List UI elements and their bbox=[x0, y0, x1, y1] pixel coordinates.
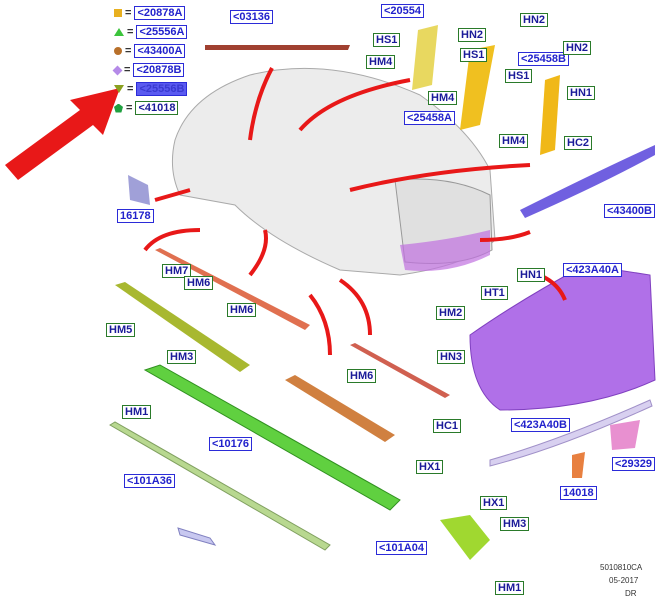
car-bumper-highlight bbox=[400, 230, 490, 271]
white-direction-arrow bbox=[177, 527, 217, 546]
red-direction-arrows bbox=[143, 67, 567, 356]
fastener-label: HM2 bbox=[436, 306, 466, 320]
part-pillar-1 bbox=[412, 25, 438, 90]
part-29329 bbox=[610, 420, 640, 450]
fastener-label: HM3 bbox=[500, 517, 530, 531]
fastener-label: HM4 bbox=[428, 91, 458, 105]
part-label: <25458A bbox=[404, 111, 455, 125]
legend-item: =<25556B bbox=[114, 82, 188, 96]
fastener-label: HM1 bbox=[122, 405, 152, 419]
fastener-label: HN1 bbox=[517, 268, 546, 282]
fastener-label: HN3 bbox=[437, 350, 466, 364]
pentagon-icon bbox=[114, 103, 123, 113]
part-label: <43400B bbox=[604, 204, 655, 218]
diagram-suffix: DR bbox=[625, 589, 637, 598]
diagram-date: 05-2017 bbox=[609, 576, 639, 585]
part-door-strip bbox=[155, 248, 310, 330]
part-bumper-strip bbox=[489, 399, 653, 467]
part-label: <20554 bbox=[381, 4, 425, 18]
diagram-code: 5010810CA bbox=[600, 563, 643, 572]
part-14018 bbox=[572, 452, 585, 478]
fastener-label: HM6 bbox=[227, 303, 257, 317]
big-pointer-arrow bbox=[5, 88, 120, 180]
part-label: <101A04 bbox=[376, 541, 427, 555]
fastener-label: HN2 bbox=[458, 28, 487, 42]
fastener-label: HM3 bbox=[167, 350, 197, 364]
part-label: 16178 bbox=[117, 209, 154, 223]
part-label: <25458B bbox=[518, 52, 569, 66]
fastener-label: HN2 bbox=[563, 41, 592, 55]
part-label: <423A40A bbox=[563, 263, 622, 277]
part-sill-green bbox=[143, 364, 401, 511]
legend-item: =<20878A bbox=[114, 6, 186, 20]
part-label: 14018 bbox=[560, 486, 597, 500]
fastener-label: HM7 bbox=[162, 264, 192, 278]
part-rear-bracket bbox=[440, 515, 490, 560]
part-label: <423A40B bbox=[511, 418, 570, 432]
part-red-strip bbox=[350, 343, 450, 398]
part-bracket-16178 bbox=[128, 175, 150, 205]
fastener-label: HT1 bbox=[481, 286, 508, 300]
fastener-label: HC2 bbox=[564, 136, 593, 150]
part-label: <101A36 bbox=[124, 474, 175, 488]
diamond-icon bbox=[112, 65, 123, 75]
fastener-label: HX1 bbox=[480, 496, 508, 510]
part-side-olive bbox=[115, 282, 250, 372]
fastener-label: HN1 bbox=[567, 86, 596, 100]
fastener-label: HM6 bbox=[347, 369, 377, 383]
fastener-label: HS1 bbox=[460, 48, 488, 62]
fastener-label: HM6 bbox=[184, 276, 214, 290]
triangle-down-icon bbox=[114, 85, 124, 93]
fastener-label: HC1 bbox=[433, 419, 462, 433]
fastener-label: HM4 bbox=[366, 55, 396, 69]
fastener-label: HX1 bbox=[416, 460, 444, 474]
part-label: <10176 bbox=[209, 437, 253, 451]
legend-item: =<20878B bbox=[112, 63, 185, 77]
fastener-label: HS1 bbox=[373, 33, 401, 47]
fastener-label: HS1 bbox=[505, 69, 533, 83]
square-icon bbox=[114, 9, 122, 17]
circle-icon bbox=[114, 47, 122, 55]
part-label: <29329 bbox=[612, 457, 656, 471]
fastener-label: HM1 bbox=[495, 581, 525, 595]
fastener-label: HM4 bbox=[499, 134, 529, 148]
part-bumper bbox=[469, 264, 656, 411]
part-orange-strip bbox=[285, 375, 395, 442]
legend-item: =<43400A bbox=[114, 44, 186, 58]
part-roof-strip bbox=[205, 45, 350, 50]
legend-item: =<41018 bbox=[114, 101, 179, 115]
fastener-label: HN2 bbox=[520, 13, 549, 27]
part-sill-strip bbox=[109, 421, 331, 551]
part-pillar-3 bbox=[540, 75, 560, 155]
triangle-icon bbox=[114, 28, 124, 36]
fastener-label: HM5 bbox=[106, 323, 136, 337]
part-pillar-2 bbox=[460, 45, 495, 130]
legend-item: =<25556A bbox=[114, 25, 188, 39]
part-label: <03136 bbox=[230, 10, 274, 24]
part-spoiler bbox=[520, 145, 655, 218]
